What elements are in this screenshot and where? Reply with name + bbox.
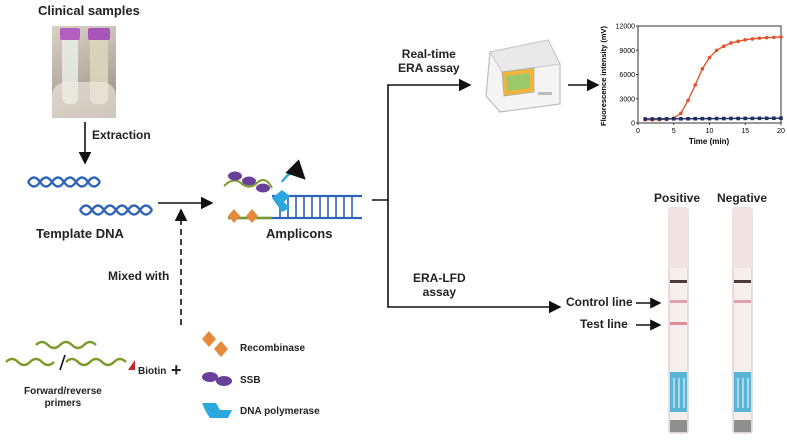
legend-dna-polymerase: DNA polymerase [240,406,320,417]
branch-connector [372,78,472,201]
primers-line1: Forward/reverse [24,386,102,397]
x-tick-label: 0 [636,128,640,135]
template-dna-helix-2 [79,204,153,216]
legend-ssb: SSB [240,375,261,386]
amplicon-complex [223,159,362,223]
series-point-0 [729,41,733,45]
dna-polymerase-icon [202,403,232,418]
series-point-0 [700,67,705,71]
negative-label: Negative [717,191,768,205]
extraction-label: Extraction [92,128,151,142]
series-point-1 [757,116,762,121]
plus-sign: + [171,360,182,380]
era-lfd-label: ERA-LFD assay [413,271,466,300]
series-point-1 [693,116,697,121]
series-point-1 [679,116,683,121]
series-point-1 [650,117,655,121]
series-point-1 [707,116,712,121]
primers-graphic [5,340,127,367]
series-point-1 [714,116,719,121]
series-point-1 [764,116,769,121]
sample-tubes-photo [52,26,116,118]
series-point-0 [772,35,776,40]
legend-recombinase: Recombinase [240,343,306,354]
negative-strip [732,207,753,434]
fluorescence-chart: 0 3000 6000 9000 12000 0 5 10 15 20 Time (min) F… [599,24,785,147]
test-line-label: Test line [580,317,628,331]
series-point-0 [743,37,748,42]
series-point-0 [750,37,755,41]
template-dna-label: Template DNA [36,226,124,241]
positive-strip [668,207,689,434]
x-tick-labels: 0 5 10 15 20 [636,123,785,135]
series-point-0 [736,39,740,44]
series-point-0 [679,111,683,116]
ssb-icon [202,372,232,386]
biotin-label: Biotin [138,366,167,377]
x-tick-label: 10 [706,128,714,135]
series-point-1 [779,116,783,121]
realtime-era-label: Real-time ERA assay [398,47,460,76]
series-point-0 [722,44,726,49]
y-tick-label: 12000 [616,24,636,31]
clinical-samples-title: Clinical samples [38,3,140,18]
series-point-1 [722,116,726,121]
y-tick-label: 3000 [619,96,635,103]
lfd-line1: ERA-LFD [413,271,466,285]
series-point-1 [750,116,755,121]
y-tick-labels: 0 3000 6000 9000 12000 [616,24,638,128]
chart-xlabel: Time (min) [689,137,730,146]
positive-label: Positive [654,191,701,205]
series-point-1 [729,116,733,121]
lfd-line2: assay [422,284,457,299]
primer-slash [59,354,66,371]
series-point-0 [714,48,719,53]
series-point-1 [743,116,748,121]
y-tick-label: 9000 [619,48,635,55]
x-tick-label: 5 [672,128,676,135]
chart-series [643,35,783,122]
series-point-1 [736,116,740,121]
primers-label: Forward/reverse primers [24,386,102,409]
pcr-instrument [485,39,561,113]
x-tick-label: 20 [777,128,785,135]
series-point-0 [757,36,762,40]
series-point-0 [764,35,769,40]
series-point-1 [657,117,662,121]
series-point-0 [693,83,697,87]
template-dna-helix-1 [27,176,101,188]
series-point-0 [686,98,690,103]
series-point-1 [772,116,776,121]
biotin-marker [128,360,135,370]
chart-ylabel: Fluorescence intensity (mV) [599,25,608,126]
series-point-1 [643,117,647,121]
y-tick-label: 6000 [619,72,635,79]
realtime-line1: Real-time [401,47,456,61]
series-point-1 [700,116,705,121]
control-line-label: Control line [566,295,633,309]
x-tick-label: 15 [741,128,749,135]
y-tick-label: 0 [631,121,635,128]
mixed-with-label: Mixed with [108,269,170,283]
series-point-1 [671,116,676,121]
lfd-connector [387,200,562,314]
realtime-line2: ERA assay [398,60,460,75]
amplicons-label: Amplicons [266,226,333,241]
series-point-1 [686,116,690,121]
series-point-0 [707,55,712,60]
recombinase-icon [202,331,228,357]
series-point-0 [779,35,783,39]
series-point-1 [664,117,669,121]
primers-line2: primers [44,397,82,409]
